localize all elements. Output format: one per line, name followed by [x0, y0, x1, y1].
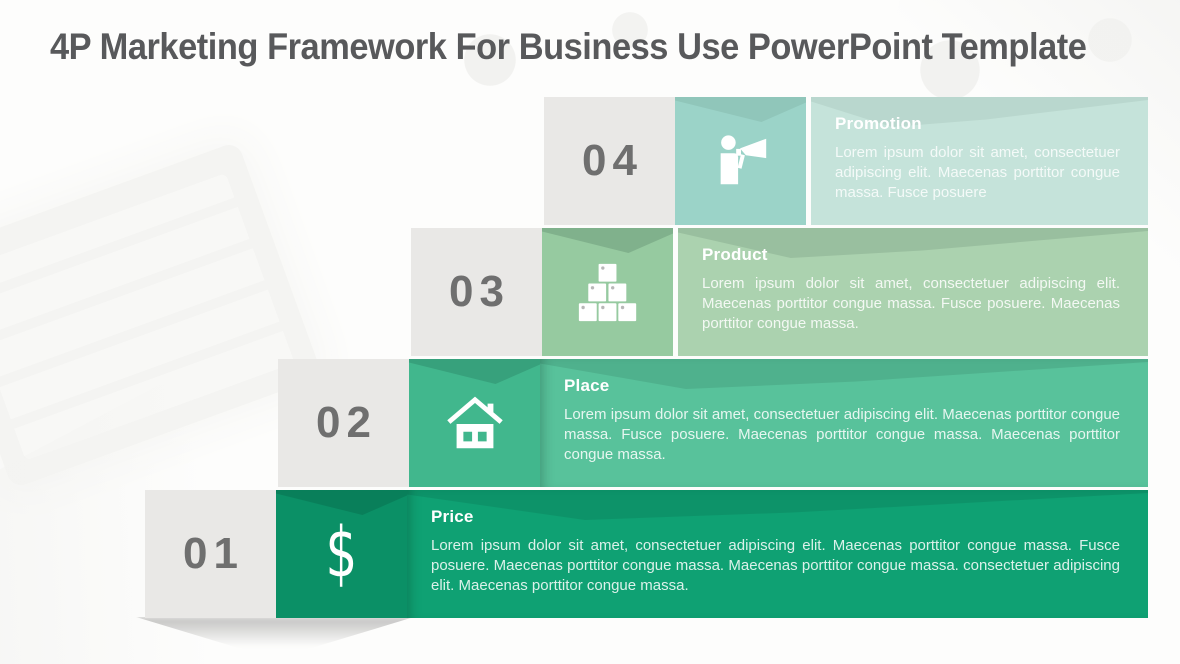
step-heading: Price — [431, 507, 474, 526]
dollar-icon: $ — [325, 514, 358, 594]
price-panel: Price Lorem ipsum dolor sit amet, consec… — [407, 490, 1148, 618]
bottom-row-shadow — [136, 617, 414, 649]
step-body: Lorem ipsum dolor sit amet, consectetuer… — [835, 144, 1120, 201]
step-number-01: 01 — [145, 490, 276, 618]
step-number-03: 03 — [411, 228, 542, 356]
calculator-photo-shape — [0, 141, 323, 489]
boxes-icon — [578, 263, 636, 322]
place-panel: Place Lorem ipsum dolor sit amet, consec… — [540, 359, 1148, 487]
promotion-panel: Promotion Lorem ipsum dolor sit amet, co… — [811, 97, 1148, 225]
calculator-keys-shape — [0, 173, 295, 461]
product-icon-cell — [542, 228, 673, 356]
slide-title: 4P Marketing Framework For Business Use … — [50, 26, 1087, 67]
step-heading: Place — [564, 376, 610, 395]
step-heading: Promotion — [835, 114, 922, 133]
step-body: Lorem ipsum dolor sit amet, consectetuer… — [564, 406, 1120, 463]
step-body: Lorem ipsum dolor sit amet, consectetuer… — [431, 537, 1120, 594]
step-row-product: 03 Product Lorem ipsu — [411, 228, 1148, 356]
product-panel: Product Lorem ipsum dolor sit amet, cons… — [678, 228, 1148, 356]
step-row-promotion: 04 Promotion Lorem ipsum dolor sit amet,… — [544, 97, 1148, 225]
house-icon — [446, 396, 503, 449]
promotion-icon-cell — [675, 97, 806, 225]
step-body: Lorem ipsum dolor sit amet, consectetuer… — [702, 275, 1120, 332]
megaphone-icon — [720, 135, 766, 185]
step-heading: Product — [702, 245, 768, 264]
place-icon-cell — [409, 359, 540, 487]
price-icon-cell: $ — [276, 490, 407, 618]
step-row-place: 02 Place Lorem ipsum dolor sit amet, con… — [278, 359, 1148, 487]
step-row-price: 01 $ Price Lorem ipsum dolor sit amet, c… — [145, 490, 1148, 618]
step-number-04: 04 — [544, 97, 675, 225]
step-number-02: 02 — [278, 359, 409, 487]
